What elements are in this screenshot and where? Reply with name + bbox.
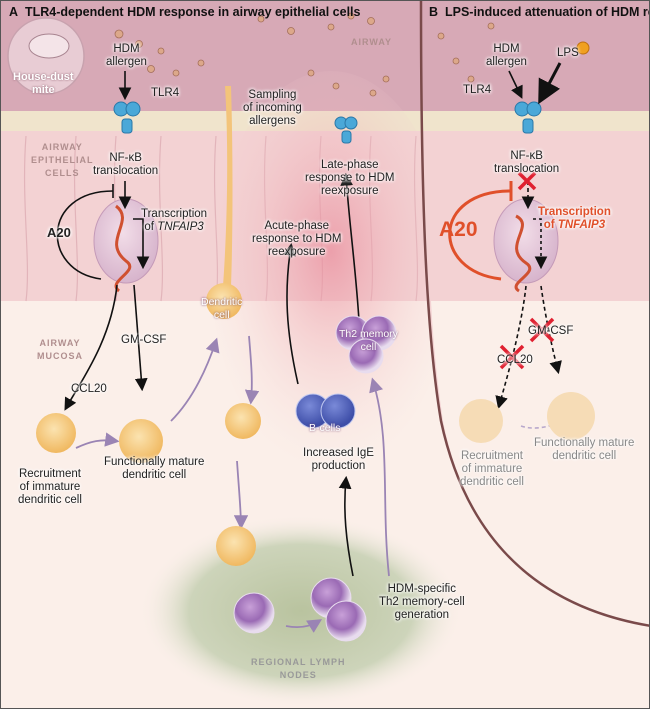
tlr4-receptor-b [514,101,542,134]
tlr4-label-a: TLR4 [151,87,180,99]
dendritic-cell-sampling [209,86,241,306]
airway-label: AIRWAY [351,37,393,47]
dna-a [114,204,132,293]
immature-dc-a [36,413,76,453]
naive-t-cell [233,592,275,634]
a20-inhibition-b [448,189,512,281]
lps-label: LPS [557,47,579,59]
gm-csf-label-b: GM-CSF [528,325,574,337]
tlr4-receptor-a [113,101,141,134]
mature-dc-b [547,392,595,440]
dc-migrating [225,403,261,439]
panel-a-title: A TLR4-dependent HDM response in airway … [9,5,361,19]
ccl20-label-b: CCL20 [497,354,533,366]
allergen-particles [114,12,495,97]
b-cells-label: B-cells [309,422,341,434]
a20-label-b: A20 [439,218,478,241]
panel-b-title: B LPS-induced attenuation of HDM respons… [429,5,649,19]
th2-memory-cells [348,338,384,374]
immature-dc-b [459,399,503,443]
a20-label-a: A20 [47,225,71,240]
inflammation-zone [211,71,451,471]
b-cells [320,393,356,429]
ccl20-label-a: CCL20 [71,383,107,395]
dendritic-cell-body [206,283,242,319]
dna-b [514,214,532,293]
lps-particle [576,41,590,55]
block-marks [499,171,555,370]
panel-divider [419,1,649,627]
memory-t-cells [325,600,367,642]
tlr4-receptor-late [334,116,358,144]
tlr4-label-b: TLR4 [463,84,492,96]
dc-lymph [216,526,256,566]
mature-dc-a [119,419,163,463]
lymph-node [141,516,461,706]
gm-csf-label-a: GM-CSF [121,334,167,346]
